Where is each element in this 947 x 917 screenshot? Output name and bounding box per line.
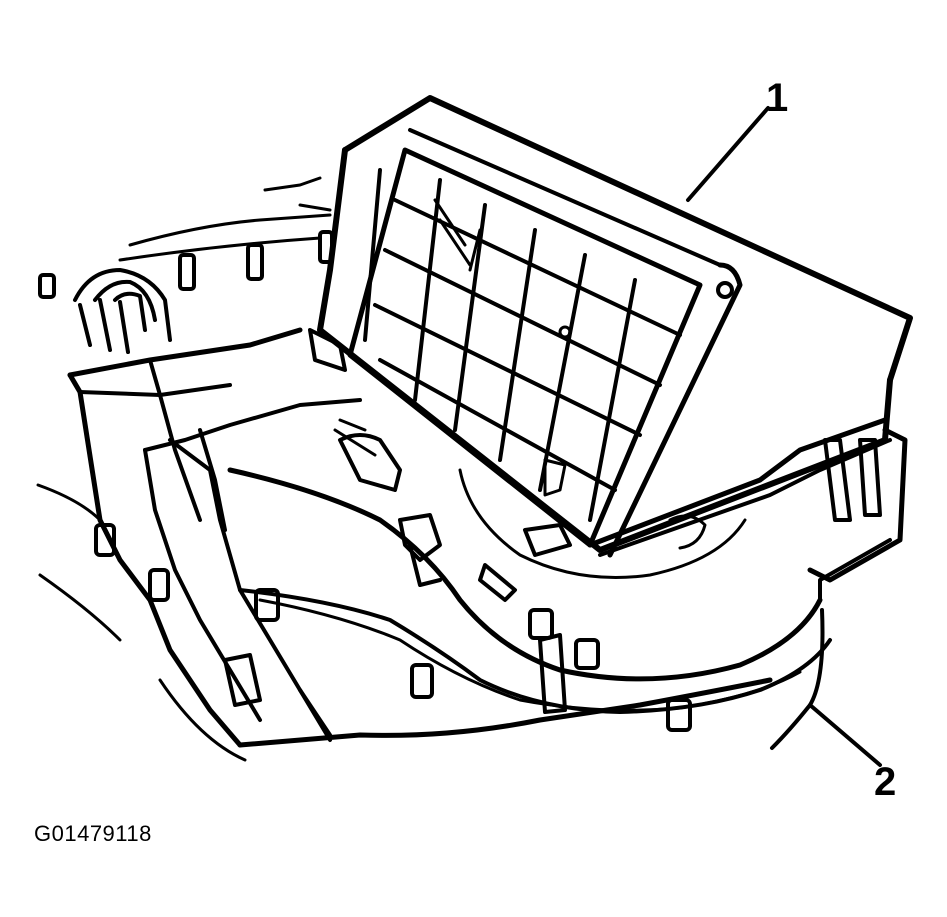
- figure-id: G01479118: [34, 821, 152, 846]
- callout-2-label: 2: [874, 760, 897, 804]
- dashboard-background: [36, 176, 332, 762]
- callout-1-label: 1: [766, 76, 789, 120]
- leader-lines: [686, 106, 882, 767]
- filter-grid: [373, 178, 682, 522]
- blower-housing: [38, 230, 908, 748]
- air-inlet-filter-cover: [308, 95, 913, 602]
